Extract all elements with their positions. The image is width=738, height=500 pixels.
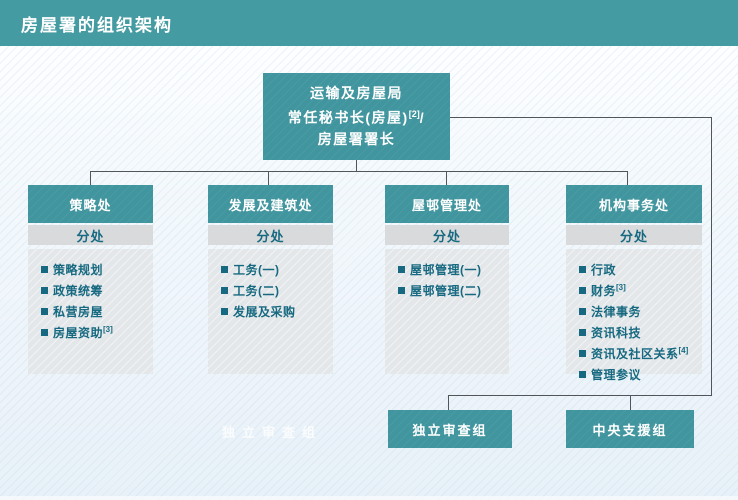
- org-node-independent-review-unit: 独立审查组: [388, 410, 512, 448]
- list-item: 屋邨管理(一): [398, 258, 505, 279]
- list-item: 政策统筹: [41, 279, 149, 300]
- division-subheader: 分处: [385, 225, 509, 245]
- sub-division-list: 工务(一) 工务(二) 发展及采购: [208, 249, 333, 374]
- bullet-square-icon: [221, 287, 228, 294]
- root-line1: 运输及房屋局: [310, 85, 403, 102]
- org-node-division: 屋邨管理处: [385, 185, 509, 223]
- list-item: 屋邨管理(二): [398, 279, 505, 300]
- connector-line: [448, 395, 449, 411]
- list-item: 工务(一): [221, 258, 329, 279]
- page-header: 房屋署的组织架构: [0, 0, 738, 46]
- bottom-strip: [0, 496, 738, 500]
- root-line2: 常任秘书长(房屋)[2]/: [287, 109, 426, 126]
- connector-line: [356, 160, 357, 172]
- page-title: 房屋署的组织架构: [21, 15, 173, 35]
- division-column-development: 发展及建筑处 分处 工务(一) 工务(二) 发展及采购: [208, 185, 333, 374]
- footnote-ref: [2]: [408, 109, 420, 120]
- org-node-division: 发展及建筑处: [208, 185, 333, 223]
- connector-line: [630, 395, 631, 411]
- bullet-square-icon: [41, 266, 48, 273]
- connector-line: [90, 171, 628, 172]
- footnote-ref: [3]: [616, 283, 626, 292]
- division-column-strategy: 策略处 分处 策略规划 政策统筹 私营房屋 房屋资助[3]: [28, 185, 153, 374]
- list-item: 私营房屋: [41, 300, 149, 321]
- bullet-square-icon: [221, 308, 228, 315]
- org-node-root: 运输及房屋局 常任秘书长(房屋)[2]/ 房屋署署长: [263, 73, 450, 160]
- list-item: 房屋资助[3]: [41, 321, 149, 342]
- footnote-ref: [3]: [103, 325, 113, 334]
- connector-line: [268, 171, 269, 186]
- sub-division-list: 屋邨管理(一) 屋邨管理(二): [385, 249, 509, 374]
- bullet-square-icon: [579, 287, 586, 294]
- connector-line: [711, 117, 712, 396]
- ghost-text-independent-review: 独立审查组: [222, 425, 323, 440]
- bullet-square-icon: [41, 287, 48, 294]
- list-item: 管理参议: [579, 363, 698, 384]
- bullet-square-icon: [579, 266, 586, 273]
- connector-line: [90, 171, 91, 186]
- bullet-square-icon: [41, 329, 48, 336]
- org-node-division: 机构事务处: [566, 185, 702, 223]
- org-node-central-support-unit: 中央支援组: [566, 410, 694, 448]
- division-subheader: 分处: [208, 225, 333, 245]
- bullet-square-icon: [221, 266, 228, 273]
- footnote-ref: [4]: [678, 346, 689, 355]
- connector-line: [448, 395, 712, 396]
- bullet-square-icon: [579, 371, 586, 378]
- list-item: 发展及采购: [221, 300, 329, 321]
- bullet-square-icon: [398, 266, 405, 273]
- list-item: 法律事务: [579, 300, 698, 321]
- list-item: 工务(二): [221, 279, 329, 300]
- division-column-estate-management: 屋邨管理处 分处 屋邨管理(一) 屋邨管理(二): [385, 185, 509, 374]
- sub-division-list: 行政 财务[3] 法律事务 资讯科技 资讯及社区关系[4] 管理参议: [566, 249, 702, 382]
- list-item: 财务[3]: [579, 279, 698, 300]
- root-line3: 房屋署署长: [317, 130, 396, 147]
- bullet-square-icon: [41, 308, 48, 315]
- connector-line: [627, 171, 628, 186]
- bullet-square-icon: [398, 287, 405, 294]
- bullet-square-icon: [579, 350, 586, 357]
- list-item: 资讯科技: [579, 321, 698, 342]
- chart-canvas: 运输及房屋局 常任秘书长(房屋)[2]/ 房屋署署长 策略处 分处 策略规划 政…: [0, 46, 738, 500]
- division-column-corporate-services: 机构事务处 分处 行政 财务[3] 法律事务 资讯科技 资讯及社区关系[4] 管…: [566, 185, 702, 382]
- division-subheader: 分处: [566, 225, 702, 245]
- bullet-square-icon: [579, 329, 586, 336]
- list-item: 资讯及社区关系[4]: [579, 342, 698, 363]
- list-item: 策略规划: [41, 258, 149, 279]
- org-node-division: 策略处: [28, 185, 153, 223]
- connector-line: [446, 171, 447, 186]
- connector-line: [450, 117, 712, 118]
- list-item: 行政: [579, 258, 698, 279]
- bullet-square-icon: [579, 308, 586, 315]
- sub-division-list: 策略规划 政策统筹 私营房屋 房屋资助[3]: [28, 249, 153, 374]
- division-subheader: 分处: [28, 225, 153, 245]
